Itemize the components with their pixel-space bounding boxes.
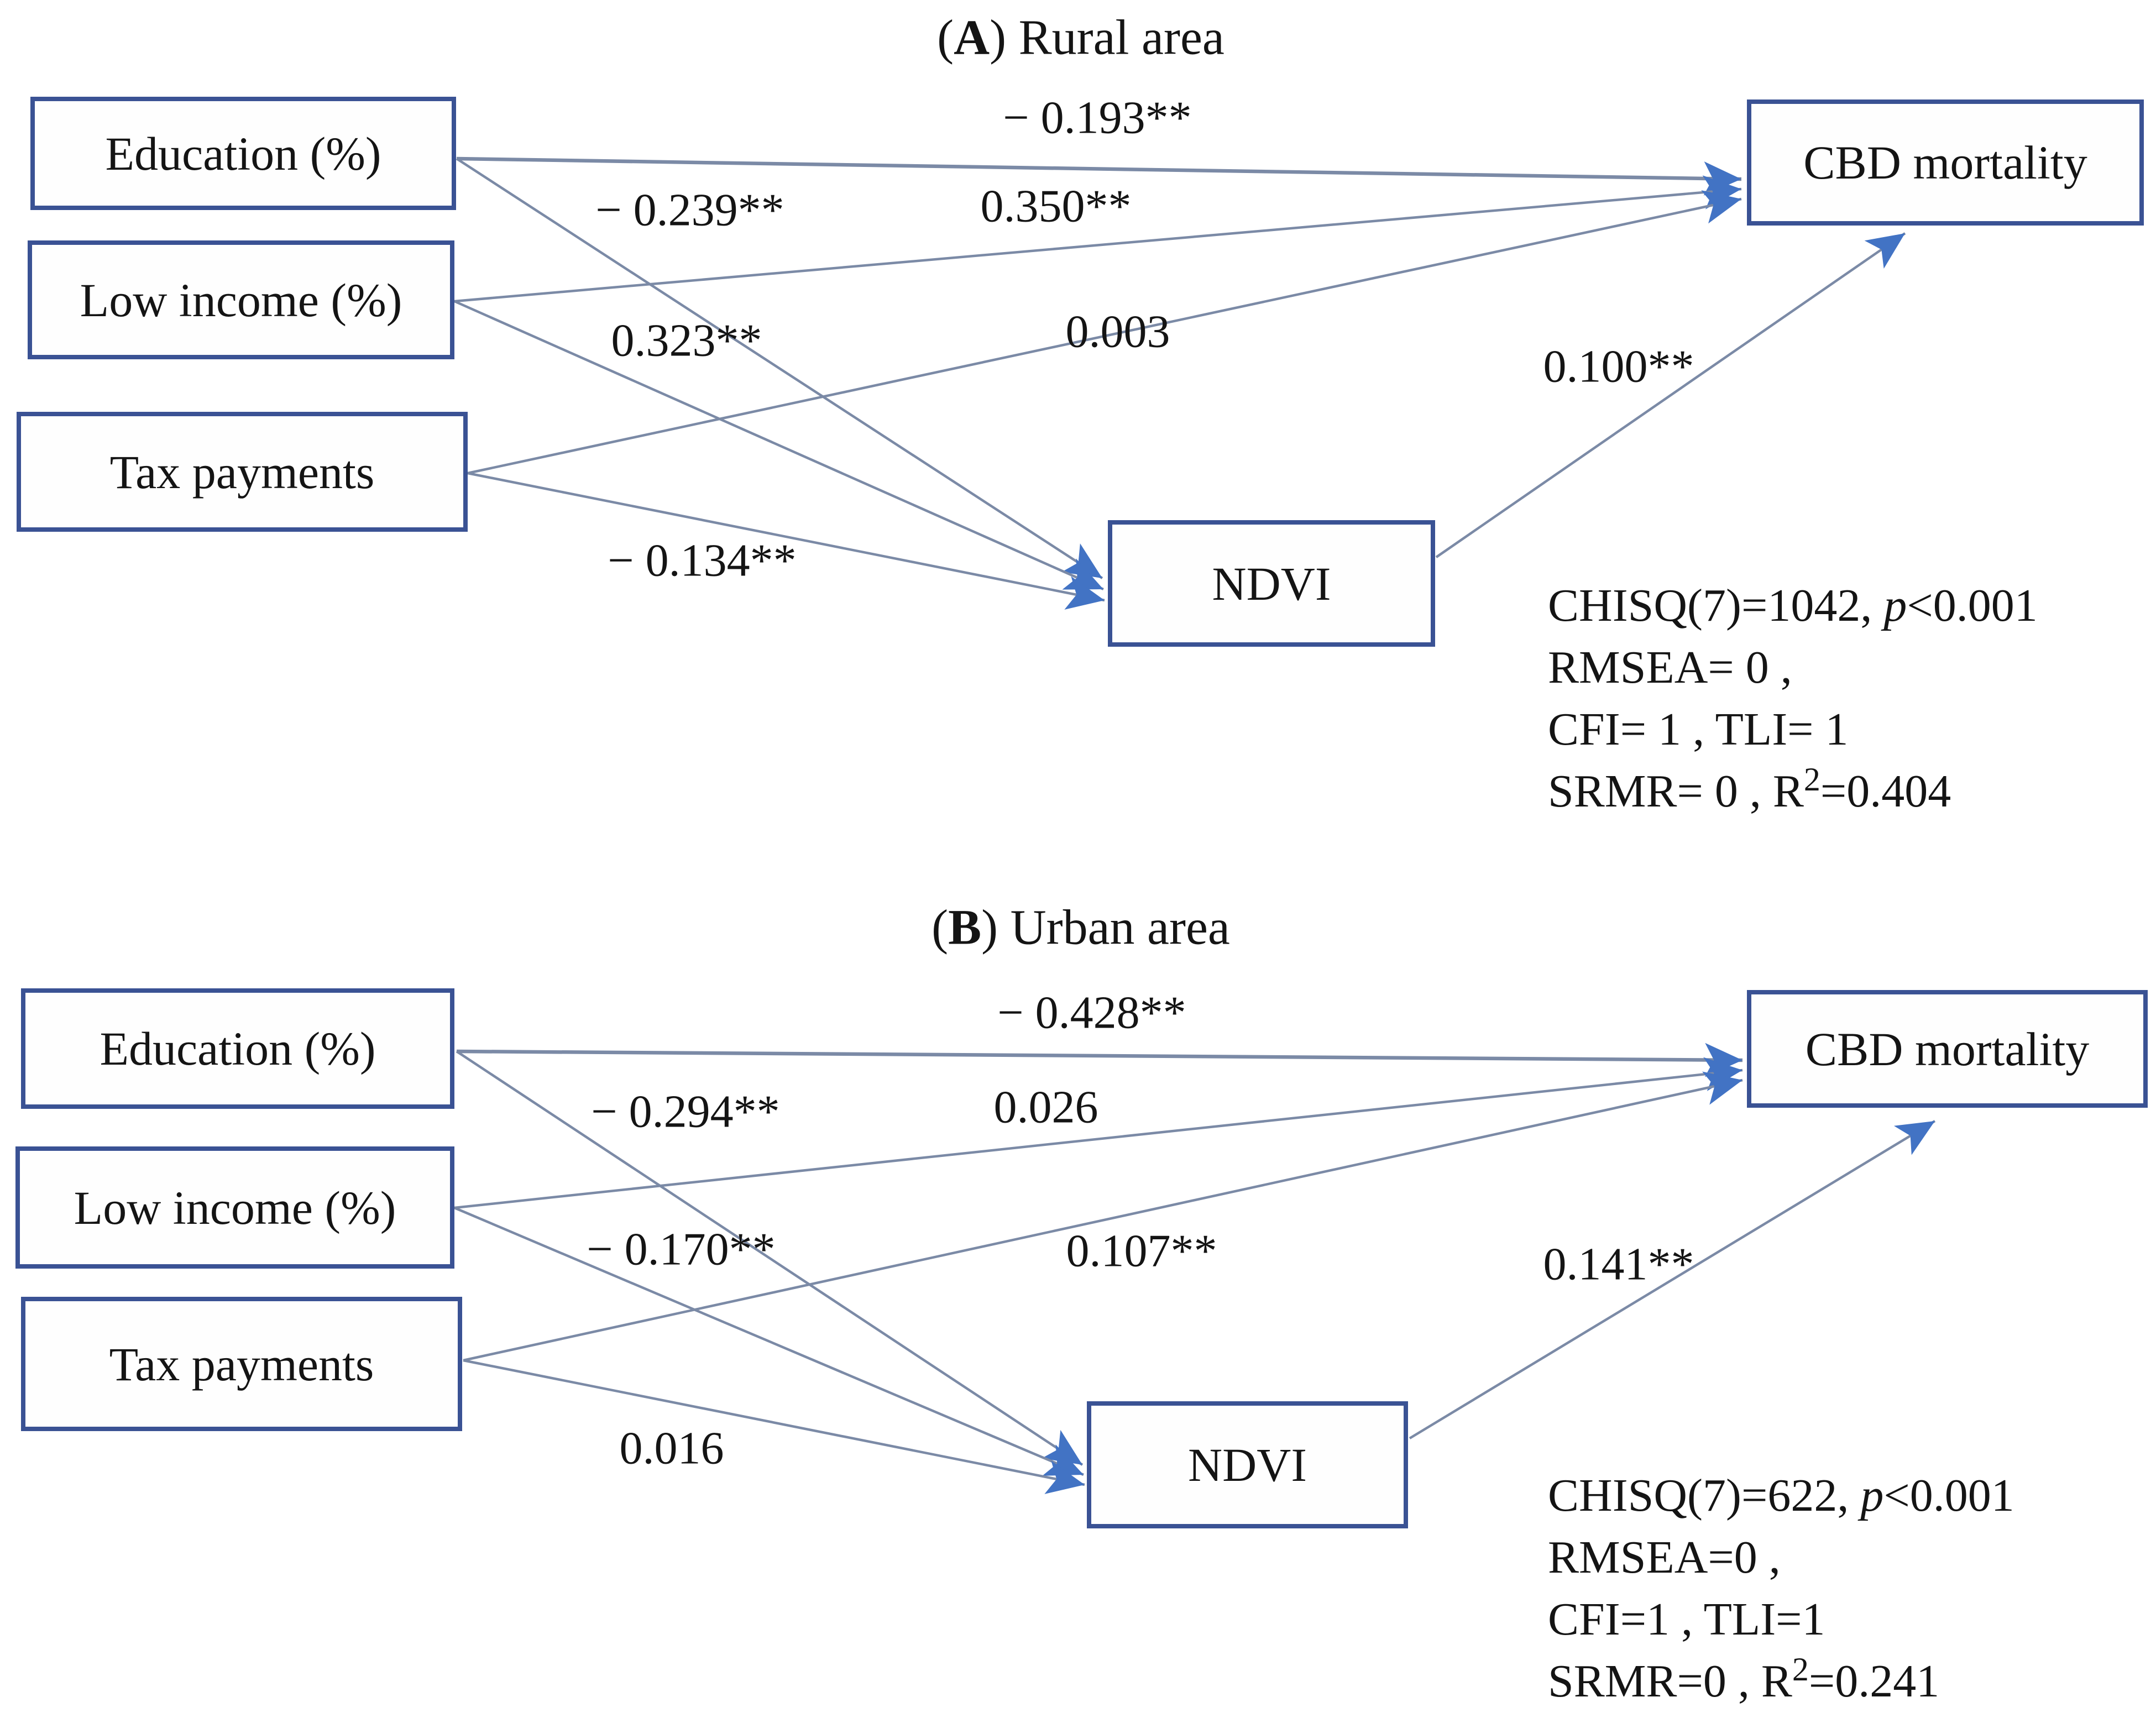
panel-b-title-rest: ) Urban area (981, 900, 1230, 955)
coef-a-education-to-ndvi: − 0.239** (595, 184, 784, 236)
edge-b-ndvi-to-cbd (1409, 1120, 1936, 1439)
coef-a-tax-to-ndvi: − 0.134** (608, 535, 797, 586)
edge-a-education-to-cbd (456, 156, 1742, 196)
panel-a-title-rest: ) Rural area (990, 10, 1224, 65)
fit-a-p-italic: p (1883, 580, 1907, 631)
edge-a-ndvi-to-cbd (1435, 232, 1906, 558)
coef-a-lowincome-to-cbd: 0.350** (980, 180, 1132, 232)
node-a-education: Education (%) (30, 97, 456, 210)
fit-a-line2: RMSEA= 0 , (1548, 642, 1792, 693)
coef-b-education-to-cbd: − 0.428** (997, 987, 1186, 1039)
edge-a-education-to-ndvi (456, 158, 1103, 579)
node-b-tax-payments: Tax payments (21, 1297, 462, 1431)
node-b-low-income: Low income (%) (15, 1146, 454, 1269)
coef-a-ndvi-to-cbd: 0.100** (1543, 341, 1694, 392)
fit-a-line3: CFI= 1 , TLI= 1 (1548, 704, 1849, 755)
edge-a-tax-to-ndvi (467, 472, 1105, 610)
edge-b-lowincome-to-cbd (454, 1057, 1743, 1209)
fit-a-line1: CHISQ(7)=1042, p<0.001 (1548, 580, 2038, 631)
coef-b-lowincome-to-cbd: 0.026 (993, 1081, 1098, 1133)
fit-b-p-italic: p (1860, 1470, 1884, 1521)
edge-b-tax-to-ndvi (463, 1359, 1085, 1494)
coef-b-lowincome-to-ndvi: − 0.170** (587, 1223, 776, 1275)
coef-b-ndvi-to-cbd: 0.141** (1543, 1238, 1694, 1290)
coef-b-tax-to-cbd: 0.107** (1066, 1225, 1217, 1277)
node-a-ndvi-label: NDVI (1212, 557, 1331, 610)
node-b-ndvi-label: NDVI (1188, 1438, 1307, 1491)
fit-stats-a: CHISQ(7)=1042, p<0.001 RMSEA= 0 , CFI= 1… (1548, 575, 2038, 823)
fit-b-r-squared-sup: 2 (1792, 1651, 1809, 1688)
fit-a-line4: SRMR= 0 , R2=0.404 (1548, 761, 1951, 817)
node-b-tax-payments-label: Tax payments (109, 1337, 374, 1391)
coef-a-education-to-cbd: − 0.193** (1003, 92, 1192, 144)
node-b-ndvi: NDVI (1087, 1401, 1408, 1528)
fit-stats-b: CHISQ(7)=622, p<0.001 RMSEA=0 , CFI=1 , … (1548, 1465, 2014, 1712)
node-b-education: Education (%) (21, 988, 454, 1109)
coef-b-education-to-ndvi: − 0.294** (591, 1086, 780, 1138)
panel-a-title-letter: A (954, 10, 990, 65)
edge-b-education-to-cbd (456, 1043, 1743, 1077)
node-b-cbd-mortality-label: CBD mortality (1805, 1022, 2090, 1076)
fit-a-r-squared-sup: 2 (1803, 761, 1820, 798)
edge-b-lowincome-to-ndvi (454, 1206, 1084, 1476)
edge-b-tax-to-cbd (463, 1071, 1743, 1362)
panel-a-title: (A) Rural area (937, 9, 1224, 66)
edge-b-education-to-ndvi (456, 1050, 1084, 1466)
edge-a-tax-to-cbd (467, 190, 1742, 475)
node-b-low-income-label: Low income (%) (74, 1181, 396, 1234)
node-b-cbd-mortality: CBD mortality (1747, 990, 2148, 1108)
coef-b-tax-to-ndvi: 0.016 (619, 1422, 724, 1474)
coef-a-tax-to-cbd: 0.003 (1065, 306, 1170, 358)
fit-b-line3: CFI=1 , TLI=1 (1548, 1594, 1825, 1645)
fit-b-line2: RMSEA=0 , (1548, 1532, 1781, 1583)
node-a-low-income-label: Low income (%) (80, 273, 402, 327)
node-a-low-income: Low income (%) (28, 240, 454, 359)
node-a-ndvi: NDVI (1108, 520, 1435, 647)
node-a-education-label: Education (%) (105, 127, 381, 180)
node-b-education-label: Education (%) (100, 1022, 376, 1075)
node-a-tax-payments: Tax payments (17, 412, 468, 532)
fit-b-line4: SRMR=0 , R2=0.241 (1548, 1651, 1940, 1707)
panel-b-title-letter: B (948, 900, 982, 955)
fit-b-line1: CHISQ(7)=622, p<0.001 (1548, 1470, 2014, 1521)
node-a-cbd-mortality-label: CBD mortality (1803, 136, 2087, 189)
panel-b-title: (B) Urban area (932, 899, 1230, 956)
edge-a-lowincome-to-ndvi (454, 300, 1104, 591)
coef-a-lowincome-to-ndvi: 0.323** (611, 315, 762, 366)
edge-a-lowincome-to-cbd (454, 175, 1742, 303)
node-a-cbd-mortality: CBD mortality (1747, 99, 2144, 226)
panel-a-title-paren: ( (937, 10, 954, 65)
panel-b-title-paren: ( (932, 900, 949, 955)
node-a-tax-payments-label: Tax payments (109, 445, 375, 499)
